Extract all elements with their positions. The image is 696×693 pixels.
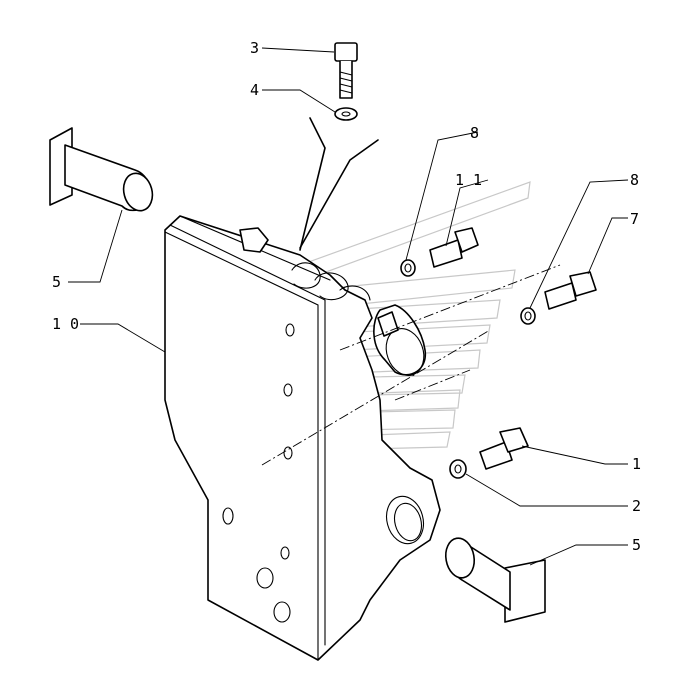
bolt-7: [544, 271, 597, 310]
pin-top: [49, 127, 154, 212]
bolt-1: [479, 427, 529, 470]
callout-3: 3: [250, 39, 259, 57]
callout-2: 2: [632, 497, 641, 515]
callout-5-top: 5: [52, 273, 61, 291]
callout-5-bottom: 5: [632, 536, 641, 554]
washer-4: [334, 107, 358, 121]
washer-8a: [400, 259, 416, 277]
leader-lines: [68, 47, 629, 566]
washer-8b: [520, 307, 536, 325]
callout-1: 1: [632, 455, 641, 473]
callout-10: 1 0: [52, 315, 79, 333]
washer-2: [449, 459, 467, 479]
main-bracket: [164, 215, 441, 661]
callout-7: 7: [630, 210, 639, 228]
callout-8-left: 8: [470, 124, 479, 142]
center-lines: [261, 264, 561, 466]
callout-11: 1 1: [455, 171, 482, 189]
bolt-3: [334, 42, 358, 99]
pin-bottom: [444, 537, 546, 623]
callout-8-right: 8: [630, 171, 639, 189]
bolt-11: [429, 227, 479, 268]
callout-labels: 3 4 8 1 1 8 7 5 1 0 1 2 5: [52, 39, 641, 554]
assembly-line-right: [299, 139, 379, 249]
assembly-line-left: [299, 117, 326, 251]
callout-4: 4: [250, 81, 259, 99]
